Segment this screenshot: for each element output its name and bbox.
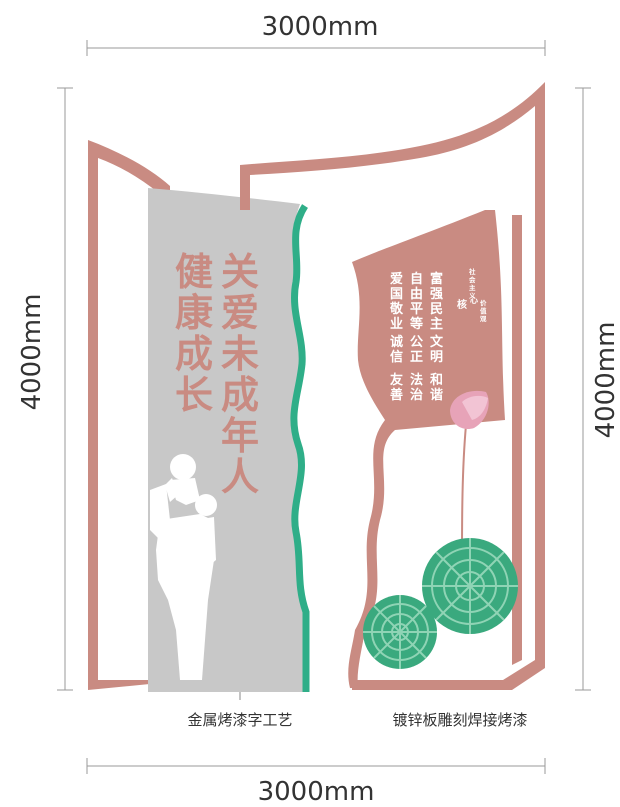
svg-text:关: 关	[221, 249, 259, 294]
slogan-line-caring: 关 爱 未 成 年 人	[221, 249, 259, 499]
slogan-line-healthy: 健 康 成 长	[175, 249, 213, 417]
value-hexie: 和谐	[430, 372, 443, 403]
svg-text:健: 健	[175, 249, 213, 294]
svg-text:心: 心	[470, 295, 478, 305]
value-aiguo: 爱国	[390, 271, 403, 302]
value-wenming: 文明	[430, 334, 444, 365]
svg-text:康: 康	[175, 290, 213, 335]
svg-text:会: 会	[469, 275, 476, 284]
svg-text:主: 主	[469, 283, 476, 292]
svg-text:价: 价	[480, 299, 487, 307]
dimension-right: 4000mm	[591, 322, 620, 439]
value-ziyou: 自由	[410, 271, 423, 302]
core-values-columns: 富强 民主 文明 和谐 自由 平等 公正 法治 爱国 敬业 诚信 友善	[389, 271, 444, 403]
dimension-bottom: 3000mm	[258, 777, 375, 807]
svg-text:长: 长	[175, 372, 213, 417]
svg-text:成: 成	[221, 372, 259, 417]
green-wavy-edge	[290, 204, 310, 692]
svg-text:成: 成	[175, 331, 213, 376]
dimension-top: 3000mm	[262, 12, 379, 42]
dimension-lines	[57, 40, 591, 774]
value-fuqiang: 富强	[430, 271, 443, 302]
lotus-leaf-small-icon	[363, 595, 437, 669]
svg-text:社: 社	[469, 267, 476, 276]
svg-text:年: 年	[221, 413, 259, 458]
lotus-leaf-large-icon	[422, 538, 518, 634]
caption-right-process: 镀锌板雕刻焊接烤漆	[392, 711, 527, 729]
small-title-column: 社 会 主 义 核 心 价 值 观	[457, 267, 487, 323]
parent-child-silhouette-icon	[150, 454, 217, 680]
value-minzhu: 民主	[430, 302, 443, 332]
svg-text:核: 核	[457, 298, 467, 311]
svg-text:未: 未	[221, 331, 259, 376]
svg-text:人: 人	[221, 454, 259, 499]
svg-text:值: 值	[480, 306, 487, 315]
svg-text:义: 义	[468, 291, 476, 300]
right-inner-outline	[348, 210, 505, 688]
value-jingye: 敬业	[389, 301, 404, 332]
value-gongzheng: 公正	[410, 335, 423, 365]
right-frame-inner	[512, 215, 522, 665]
caption-left-process: 金属烤漆字工艺	[187, 711, 292, 729]
svg-text:爱: 爱	[221, 290, 259, 335]
value-chengxin: 诚信	[390, 334, 403, 365]
value-youshan: 友善	[390, 372, 403, 403]
dimension-left: 4000mm	[17, 294, 47, 411]
value-pingdeng: 平等	[409, 302, 423, 332]
lotus-bud-icon	[450, 390, 489, 430]
svg-text:观: 观	[480, 314, 487, 323]
value-fazhi: 法治	[410, 372, 423, 403]
